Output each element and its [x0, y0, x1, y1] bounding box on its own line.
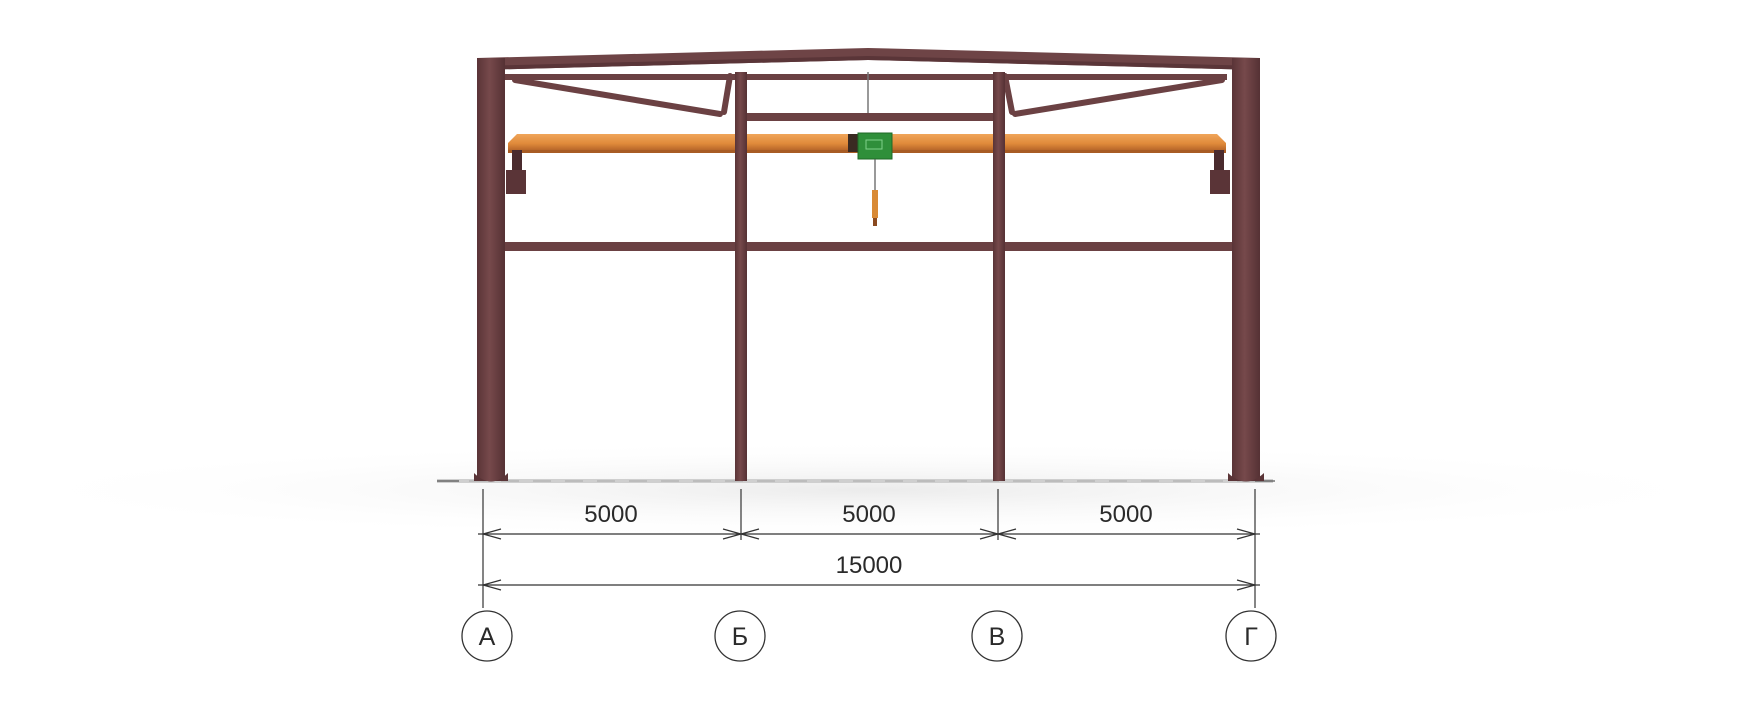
hoist-trolley [848, 132, 893, 226]
crane-bracket-left [506, 150, 526, 194]
dimension-span-3: 5000 [1099, 501, 1152, 528]
axis-label-v: В [989, 623, 1006, 651]
dimension-span-1: 5000 [584, 501, 637, 528]
column-v [993, 72, 1005, 481]
roof-rafter [477, 48, 1260, 70]
upper-tie-beam [735, 113, 1000, 121]
crane-bracket-right [1210, 150, 1230, 194]
column-g [1228, 58, 1264, 482]
roof-bracing [512, 73, 1225, 117]
axis-label-b: Б [732, 623, 748, 651]
dimension-arrows [480, 528, 1258, 591]
axis-marker-b: Б [714, 610, 766, 662]
floor-shadow [0, 440, 1737, 540]
axis-marker-g: Г [1225, 610, 1277, 662]
dimension-total: 15000 [836, 552, 903, 579]
column-b [735, 72, 747, 481]
hoist-hook [872, 190, 878, 218]
roof-bottom-chord [505, 74, 1227, 80]
axis-marker-v: В [971, 610, 1023, 662]
dimension-lines [478, 489, 1260, 608]
dimension-span-2: 5000 [842, 501, 895, 528]
axis-label-g: Г [1244, 623, 1258, 651]
girt-beam [505, 242, 1235, 251]
axis-marker-a: А [461, 610, 513, 662]
axis-label-a: А [479, 623, 496, 651]
column-a [474, 58, 508, 482]
